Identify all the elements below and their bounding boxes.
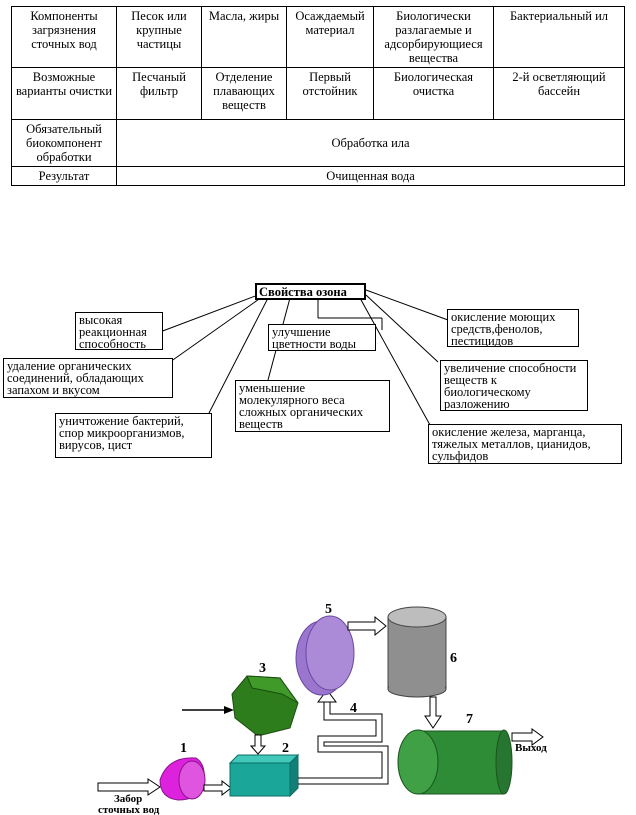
ozone-property-box: увеличение способности веществ к биологи… [440,360,588,411]
table-cell: Масла, жиры [201,6,287,68]
ozone-property-box: улучшение цветности воды [268,324,376,351]
label-number: 1 [180,741,187,756]
intake-arrow [97,778,161,796]
table-cell: Биологически разлагаемые и адсорбирующие… [373,6,494,68]
row-header: Результат [11,166,117,186]
serpentine-pipe [298,689,389,785]
table-row: Компоненты загрязнения сточных вод Песок… [11,6,625,68]
cylinder-tank [387,606,447,698]
ozone-properties-title: Свойства озона [255,283,366,300]
pump [159,757,206,801]
table-cell: Песчаный фильтр [116,67,202,120]
ozone-property-box: уменьшение молекулярного веса сложных ор… [235,380,390,432]
pipe-ozonator-tank [249,734,267,755]
label-number: 3 [259,661,266,676]
table-cell: Осаждаемый материал [286,6,374,68]
ozonator [231,675,299,737]
table-row: Возможные варианты очистки Песчаный филь… [11,67,625,120]
label-number: 6 [450,651,457,666]
row-header: Возможные варианты очистки [11,67,117,120]
ozone-property-box: окисление моющих средств,фенолов, пестиц… [447,309,579,347]
table-row: Результат Очищенная вода [11,166,625,186]
ozone-property-box: уничтожение бактерий, спор микроорганизм… [55,413,212,458]
table-cell: Отделение плавающих веществ [201,67,287,120]
merged-cell: Обработка ила [116,119,625,167]
output-label: Выход [515,742,547,754]
intake-label: сточных вод [98,804,160,815]
output-arrow [511,728,544,746]
table-cell: 2-й осветляющий бассейн [493,67,625,120]
ozone-property-box: окисление железа, марганца, тяжелых мета… [428,424,622,464]
table-cell: Биологическая очистка [373,67,494,120]
label-number: 5 [325,602,332,617]
ozonator-feed-arrowhead [224,706,234,714]
table-row: Обязательный биокомпонент обработки Обра… [11,119,625,167]
intake-label: Забор [114,793,142,805]
treatment-table: Компоненты загрязнения сточных вод Песок… [11,6,625,186]
horizontal-filter [397,729,513,795]
pipe-cylinder-filter [424,696,442,729]
contact-column [295,615,355,696]
ozone-property-box: удаление органических соединений, облада… [3,358,173,398]
row-header: Обязательный биокомпонент обработки [11,119,117,167]
label-number: 7 [466,712,473,727]
merged-cell: Очищенная вода [116,166,625,186]
label-number: 4 [350,701,357,716]
pipe-pump-tank [203,779,232,797]
pipe-column-cylinder [347,615,387,637]
ozone-property-box: высокая реакционная способность [75,312,163,350]
row-header: Компоненты загрязнения сточных вод [11,6,117,68]
label-number: 2 [282,741,289,756]
tank [228,753,300,798]
table-cell: Бактериальный ил [493,6,625,68]
